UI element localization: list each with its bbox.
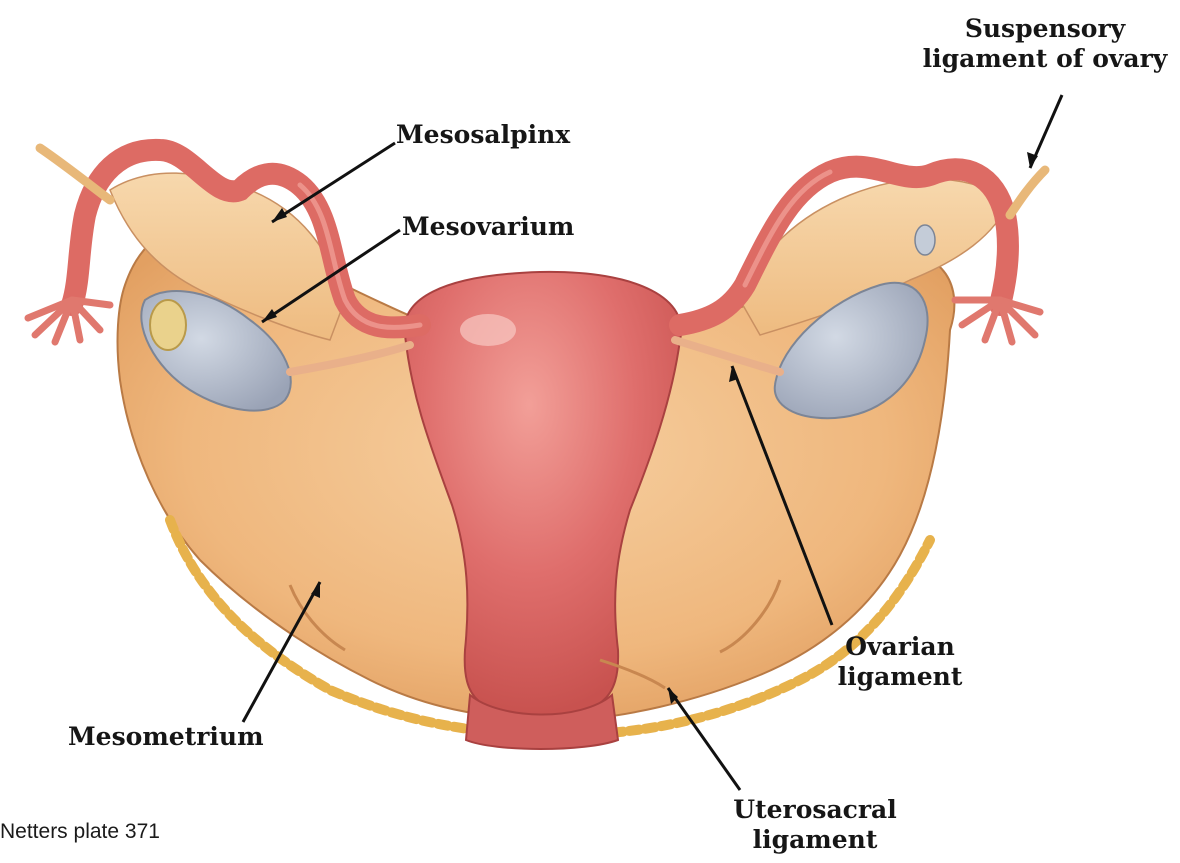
label-ovarian-line2: ligament <box>815 662 985 692</box>
label-mesosalpinx: Mesosalpinx <box>396 120 570 150</box>
label-ovarian-ligament: Ovarian ligament <box>815 632 985 692</box>
label-uterosacral-line1: Uterosacral <box>710 795 920 825</box>
label-mesovarium: Mesovarium <box>402 212 574 242</box>
leader-uterosacral <box>668 688 740 790</box>
label-suspensory-line1: Suspensory <box>920 14 1170 44</box>
label-uterosacral-line2: ligament <box>710 825 920 855</box>
suspensory-ligament-right <box>1010 170 1045 215</box>
fimbriae-right <box>955 300 1040 342</box>
label-suspensory-ligament-of-ovary: Suspensory ligament of ovary <box>920 14 1170 74</box>
label-uterosacral-ligament: Uterosacral ligament <box>710 795 920 855</box>
fimbriae-left <box>28 300 110 342</box>
label-ovarian-line1: Ovarian <box>815 632 985 662</box>
label-mesometrium: Mesometrium <box>68 722 264 752</box>
label-suspensory-line2: ligament of ovary <box>920 44 1170 74</box>
figure-caption: Netters plate 371 <box>0 820 160 844</box>
